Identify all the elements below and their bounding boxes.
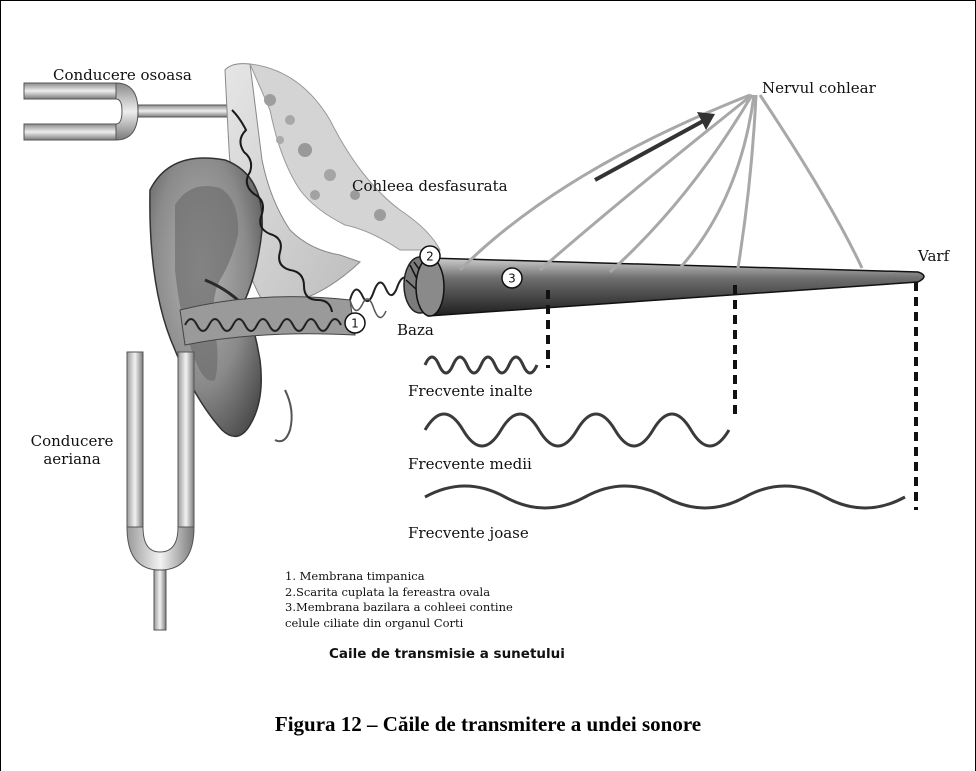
legend-item: 2.Scarita cuplata la fereastra ovala [285,585,513,601]
bone-conduction-label: Conducere osoasa [53,66,192,84]
cochlear-nerve-fibers [460,95,862,272]
marker-2: 2 [420,246,440,266]
cochlea-tube [420,258,924,316]
legend-item: celule ciliate din organul Corti [285,616,513,632]
bone-conduction-fork [24,83,233,140]
frequency-position-lines [548,282,916,510]
diagram-subtitle: Caile de transmisie a sunetului [329,646,565,662]
nerve-direction-arrow [595,120,705,180]
marker-1: 1 [345,313,365,333]
marker-3: 3 [502,268,522,288]
svg-text:1: 1 [351,317,359,331]
low-frequency-label: Frecvente joase [408,524,529,542]
diagram-legend: 1. Membrana timpanica 2.Scarita cuplata … [285,569,513,631]
air-conduction-label: Conducere aeriana [12,432,132,468]
legend-item: 1. Membrana timpanica [285,569,513,585]
svg-text:3: 3 [508,272,516,286]
figure-caption: Figura 12 – Căile de transmitere a undei… [0,712,976,737]
low-frequency-wave [425,486,905,508]
legend-item: 3.Membrana bazilara a cohleei contine [285,600,513,616]
cochlear-nerve-label: Nervul cohlear [762,79,876,97]
cochlea-unrolled-label: Cohleea desfasurata [352,177,508,195]
svg-text:2: 2 [426,250,434,264]
high-frequency-wave [425,357,537,373]
mid-frequency-label: Frecvente medii [408,455,532,473]
high-frequency-label: Frecvente inalte [408,382,533,400]
apex-label: Varf [918,247,949,265]
air-conduction-fork [127,352,194,630]
mid-frequency-wave [425,414,729,446]
base-label: Baza [397,321,434,339]
